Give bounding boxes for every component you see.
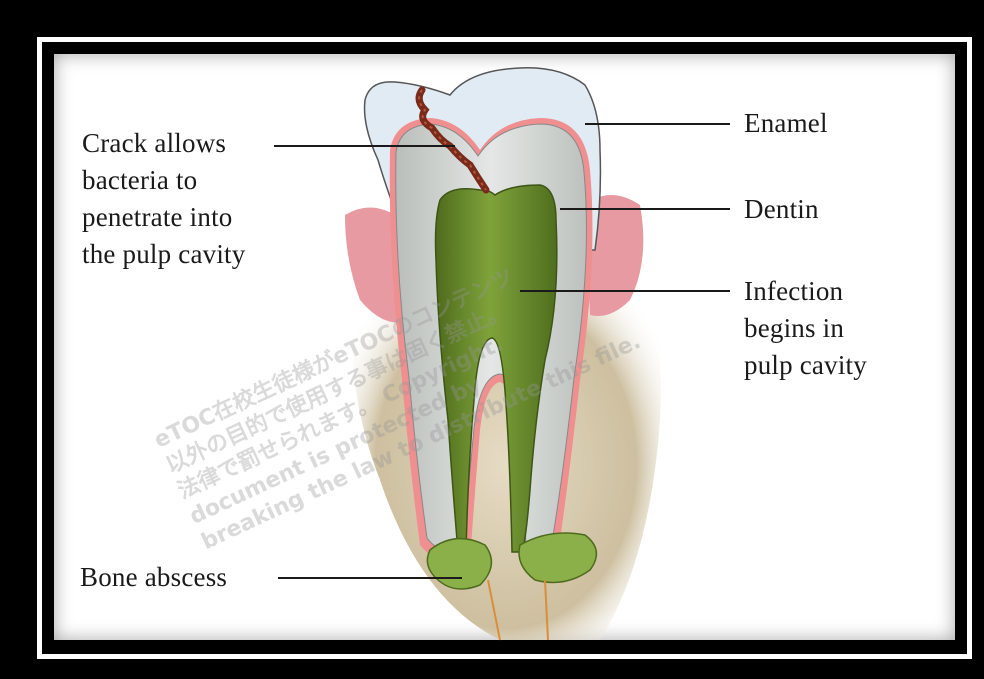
dentin-label: Dentin xyxy=(744,191,819,228)
infection-label: Infection begins in pulp cavity xyxy=(744,273,867,384)
enamel-label: Enamel xyxy=(744,105,828,142)
bone-abscess-label: Bone abscess xyxy=(80,559,227,596)
crack-label: Crack allows bacteria to penetrate into … xyxy=(82,125,245,273)
